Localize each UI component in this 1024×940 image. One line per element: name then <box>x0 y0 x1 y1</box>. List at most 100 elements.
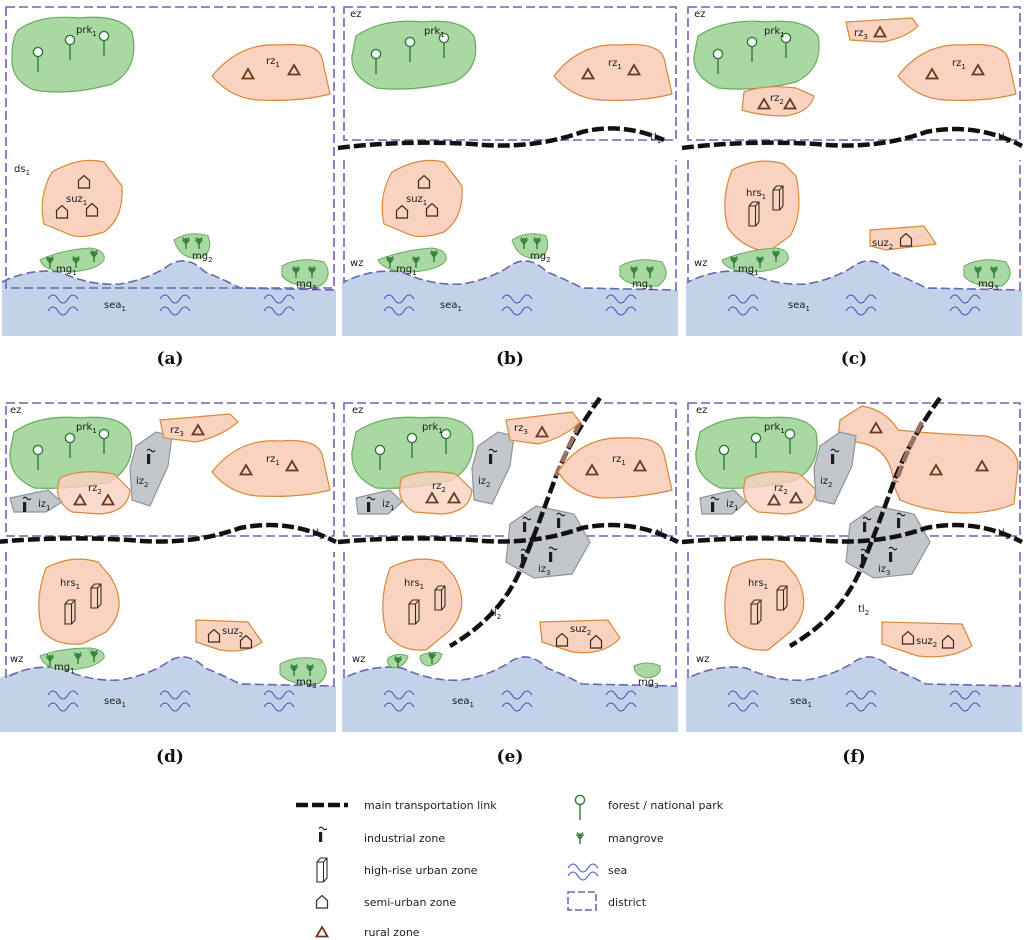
zone-label: ez <box>694 9 705 20</box>
high-rise-zone <box>724 160 800 253</box>
zone-label: mg2 <box>530 251 551 264</box>
panel-d: ez wz tl1 prk1 rz2 iz1 iz2 rz3 rz1 hrs1 … <box>0 402 338 767</box>
zone-label: suz2 <box>916 636 937 649</box>
legend-label: forest / national park <box>608 799 724 812</box>
zone-label: mg1 <box>56 264 77 277</box>
industrial-zone <box>813 431 857 505</box>
panel-caption: (b) <box>496 349 524 369</box>
legend-label: high-rise urban zone <box>364 864 478 877</box>
zone-label: ez <box>10 405 21 416</box>
panel-b: ez wz tl1 prk1 rz1 suz1 mg1 mg2 mg3 sea1 <box>337 6 678 369</box>
panel-caption: (e) <box>497 747 524 767</box>
legend-label: rural zone <box>364 926 420 939</box>
legend-label: main transportation link <box>364 799 497 812</box>
zone-label: wz <box>694 258 707 269</box>
rural-zone <box>211 43 331 101</box>
industrial-zone <box>9 489 64 513</box>
panel-caption: (f) <box>842 747 865 767</box>
rural-zone <box>553 43 673 101</box>
high-rise-zone <box>38 558 120 645</box>
rural-zone <box>837 405 1019 514</box>
legend-item-industrial: industrial zone <box>318 826 445 845</box>
transportation-link <box>337 126 665 151</box>
mangrove-zone <box>377 247 447 273</box>
district-label: ds1 <box>14 164 30 177</box>
zone-label: wz <box>696 654 709 665</box>
park-label: prk1 <box>76 422 97 435</box>
sea-label: sea1 <box>788 300 810 313</box>
panel-e: iz3 ez wz tl1 tl2 prk1 rz2 iz1 iz2 rz3 r… <box>337 396 680 767</box>
panel-caption: (a) <box>156 349 183 369</box>
zone-label: suz2 <box>872 238 893 251</box>
zone-label: hrs1 <box>404 578 424 591</box>
transportation-link <box>681 126 1024 151</box>
park-label: prk1 <box>764 422 785 435</box>
zone-label: hrs1 <box>748 578 768 591</box>
sea-label: sea1 <box>452 696 474 709</box>
park-label: prk1 <box>76 25 97 38</box>
panel-a: prk1 rz1 ds1 suz1 mg1 mg2 mg3 sea1 (a) <box>1 6 337 369</box>
panel-f: iz3 ez wz tl1 tl2 prk1 rz2 iz1 iz2 hrs1 … <box>681 396 1024 767</box>
sea-area <box>686 260 1022 336</box>
zone-label: suz2 <box>570 624 591 637</box>
industrial-zone <box>699 489 747 515</box>
zone-label: suz2 <box>222 626 243 639</box>
legend-item-transport: main transportation link <box>296 799 497 812</box>
park-label: prk1 <box>422 422 443 435</box>
link-label: tl1 <box>312 528 323 541</box>
link-label: tl2 <box>858 604 869 617</box>
industrial-zone <box>355 489 403 515</box>
transportation-link <box>337 522 680 545</box>
rural-zone <box>399 471 473 515</box>
district-boundary <box>343 6 677 141</box>
legend-item-semiurban: semi-urban zone <box>315 894 456 909</box>
zone-label: mg3 <box>296 677 317 690</box>
legend-label: sea <box>608 864 627 877</box>
zone-label: suz1 <box>406 194 427 207</box>
link-label: tl1 <box>998 528 1009 541</box>
legend-item-rural: rural zone <box>315 926 420 939</box>
park-label: prk1 <box>764 26 785 39</box>
high-rise-zone <box>724 558 805 651</box>
legend-item-forest: forest / national park <box>574 794 724 821</box>
zone-label: ez <box>696 405 707 416</box>
zone-label: mg1 <box>54 662 75 675</box>
rural-zone <box>897 43 1017 101</box>
mangrove-zone <box>419 651 443 667</box>
zone-label: mg3 <box>632 279 653 292</box>
park-zone <box>693 20 820 90</box>
semi-urban-zone <box>539 619 621 654</box>
industrial-icon <box>318 826 328 843</box>
legend-item-district: district <box>567 891 647 911</box>
sea-label: sea1 <box>440 300 462 313</box>
district-boundary <box>5 402 335 537</box>
zone-label: mg1 <box>396 264 417 277</box>
district-boundary <box>687 6 1021 141</box>
link-label: tl1 <box>650 132 661 145</box>
park-label: prk1 <box>424 26 445 39</box>
zone-label: ez <box>350 9 361 20</box>
panel-c: ez wz tl1 prk1 rz3 rz1 rz2 hrs1 suz2 mg1 <box>681 6 1024 369</box>
transportation-link <box>788 396 942 648</box>
district-boundary <box>687 160 1021 291</box>
zone-label: mg2 <box>192 251 213 264</box>
zone-label: wz <box>352 654 365 665</box>
zone-label: mg3 <box>978 279 999 292</box>
zone-label: mg1 <box>738 264 759 277</box>
panel-caption: (c) <box>841 349 867 369</box>
zone-label: hrs1 <box>746 188 766 201</box>
high-rise-zone <box>382 558 463 651</box>
semi-urban-zone <box>195 619 263 652</box>
legend-label: mangrove <box>608 832 664 845</box>
zone-label: suz1 <box>66 194 87 207</box>
sea-area <box>342 656 678 732</box>
legend-item-mangrove: mangrove <box>575 831 664 845</box>
rural-zone <box>557 437 673 499</box>
rural-zone <box>743 471 817 515</box>
legend-item-sea: sea <box>567 863 627 881</box>
zone-label: mg3 <box>296 279 317 292</box>
district-boundary <box>5 6 335 289</box>
mangrove-zone <box>39 247 105 273</box>
wave-icon <box>567 863 599 881</box>
